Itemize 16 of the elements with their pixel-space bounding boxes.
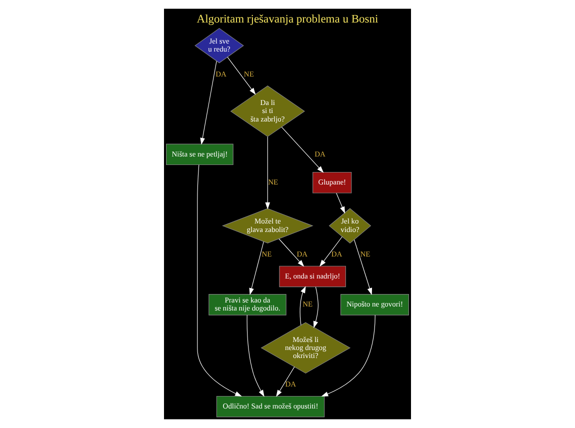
arrow (227, 56, 256, 95)
arrow (246, 314, 264, 397)
arrow (249, 241, 264, 296)
arrow (276, 366, 295, 397)
arrow (300, 286, 306, 326)
arrow (336, 192, 346, 214)
arrow (320, 236, 342, 267)
arrow (321, 314, 376, 396)
arrow (278, 238, 304, 267)
arrow (354, 239, 372, 295)
arrow (281, 126, 324, 173)
diagram-title: Algoritam rješavanja problema u Bosni (196, 14, 378, 26)
arrow (197, 164, 242, 396)
arrow (265, 136, 270, 210)
arrow (200, 60, 217, 145)
arrow (313, 286, 318, 328)
